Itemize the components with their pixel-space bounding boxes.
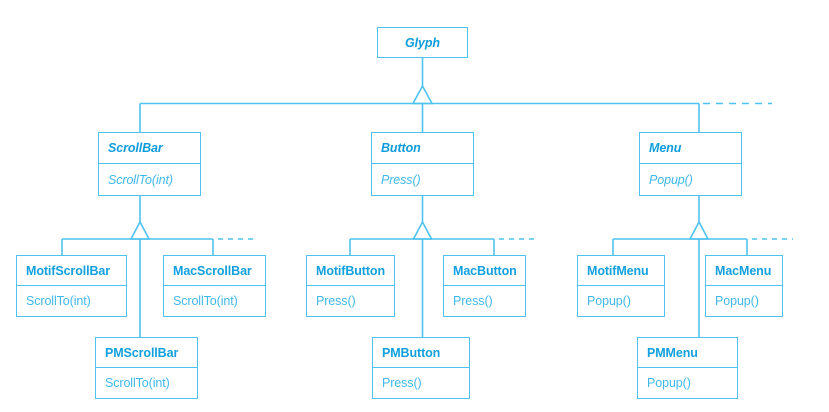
class-box-glyph[interactable]: Glyph bbox=[377, 27, 468, 58]
class-ops-button: Press() bbox=[381, 172, 421, 187]
class-name-mac-menu: MacMenu bbox=[706, 256, 782, 286]
class-name-mac-scrollbar: MacScrollBar bbox=[164, 256, 265, 286]
class-name-pm-scrollbar: PMScrollBar bbox=[96, 338, 197, 368]
class-box-pm-button[interactable]: PMButton Press() bbox=[372, 337, 470, 399]
class-box-pm-scrollbar[interactable]: PMScrollBar ScrollTo(int) bbox=[95, 337, 198, 399]
class-box-mac-scrollbar[interactable]: MacScrollBar ScrollTo(int) bbox=[163, 255, 266, 317]
class-name-motif-scrollbar: MotifScrollBar bbox=[17, 256, 126, 286]
class-name-button: Button bbox=[372, 133, 473, 164]
class-ops-pm-scrollbar: ScrollTo(int) bbox=[105, 376, 170, 390]
class-name-pm-button: PMButton bbox=[373, 338, 469, 368]
class-name-scrollbar: ScrollBar bbox=[99, 133, 200, 164]
class-ops-scrollbar: ScrollTo(int) bbox=[108, 172, 173, 187]
class-name-motif-menu: MotifMenu bbox=[578, 256, 664, 286]
generalization-triangle-glyph bbox=[411, 84, 434, 105]
class-ops-pm-menu: Popup() bbox=[647, 376, 691, 390]
class-ops-motif-menu: Popup() bbox=[587, 294, 631, 308]
class-box-button[interactable]: Button Press() bbox=[371, 132, 474, 196]
class-name-mac-button: MacButton bbox=[444, 256, 525, 286]
class-box-mac-menu[interactable]: MacMenu Popup() bbox=[705, 255, 783, 317]
class-box-motif-button[interactable]: MotifButton Press() bbox=[306, 255, 395, 317]
class-box-motif-scrollbar[interactable]: MotifScrollBar ScrollTo(int) bbox=[16, 255, 127, 317]
class-ops-motif-button: Press() bbox=[316, 294, 356, 308]
class-ops-mac-button: Press() bbox=[453, 294, 493, 308]
class-ops-menu: Popup() bbox=[649, 172, 693, 187]
class-box-motif-menu[interactable]: MotifMenu Popup() bbox=[577, 255, 665, 317]
class-name-motif-button: MotifButton bbox=[307, 256, 394, 286]
class-ops-mac-scrollbar: ScrollTo(int) bbox=[173, 294, 238, 308]
generalization-triangle-button bbox=[412, 220, 433, 240]
generalization-triangle-scrollbar bbox=[129, 220, 151, 240]
class-ops-mac-menu: Popup() bbox=[715, 294, 759, 308]
class-name-menu: Menu bbox=[640, 133, 741, 164]
class-ops-motif-scrollbar: ScrollTo(int) bbox=[26, 294, 91, 308]
class-name-glyph: Glyph bbox=[405, 35, 440, 50]
class-name-pm-menu: PMMenu bbox=[638, 338, 737, 368]
class-box-scrollbar[interactable]: ScrollBar ScrollTo(int) bbox=[98, 132, 201, 196]
class-box-menu[interactable]: Menu Popup() bbox=[639, 132, 742, 196]
class-box-mac-button[interactable]: MacButton Press() bbox=[443, 255, 526, 317]
class-ops-pm-button: Press() bbox=[382, 376, 422, 390]
class-box-pm-menu[interactable]: PMMenu Popup() bbox=[637, 337, 738, 399]
generalization-triangle-menu bbox=[688, 220, 710, 240]
